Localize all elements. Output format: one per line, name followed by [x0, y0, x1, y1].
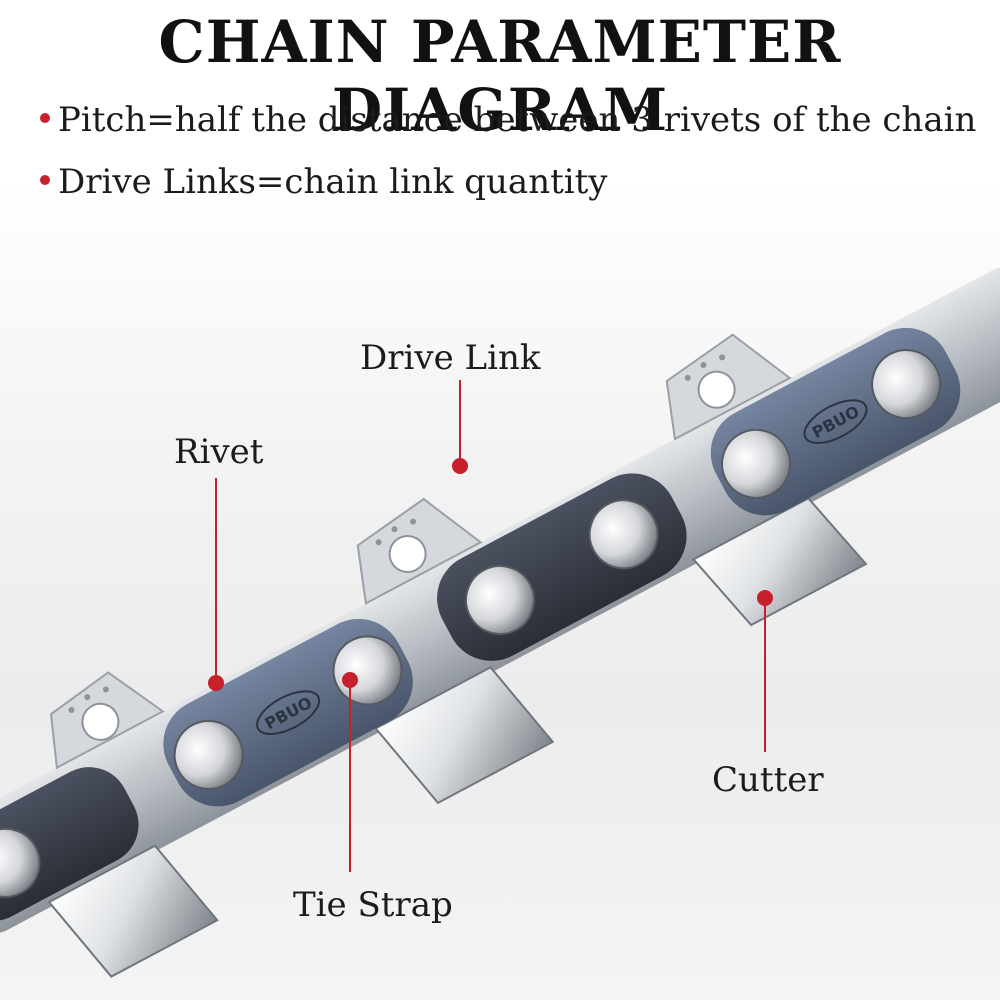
side-plate — [437, 473, 687, 661]
tie-strap-marker — [342, 672, 358, 688]
rivet — [173, 719, 244, 790]
rivet — [588, 499, 659, 570]
rivet — [0, 827, 41, 898]
drive-link-hole — [697, 370, 736, 409]
label-rivet: Rivet — [174, 432, 264, 472]
bullet-pitch: Pitch=half the distance between 3 rivets… — [40, 100, 976, 140]
rivet — [465, 565, 535, 635]
bullet-pitch-text: Pitch=half the distance between 3 rivets… — [58, 100, 977, 140]
page-title: CHAIN PARAMETER DIAGRAM — [158, 8, 842, 144]
bullet-dot-icon — [40, 113, 50, 123]
bullet-drive-links-text: Drive Links=chain link quantity — [58, 162, 608, 202]
cutter-marker — [757, 590, 773, 606]
label-drive-link: Drive Link — [360, 338, 541, 378]
rivet — [871, 349, 942, 420]
rivet-marker — [208, 675, 224, 691]
label-cutter: Cutter — [712, 760, 824, 800]
cutter-tooth — [691, 497, 868, 627]
drive-link-hole — [81, 702, 120, 741]
cutter-tooth — [374, 666, 555, 805]
cutter-tooth — [47, 844, 219, 978]
bullet-drive-links: Drive Links=chain link quantity — [40, 162, 608, 202]
rivet — [721, 428, 792, 499]
label-tie-strap: Tie Strap — [293, 885, 453, 925]
drive-link-marker — [452, 458, 468, 474]
drive-link-hole — [388, 535, 427, 574]
bullet-dot-icon — [40, 175, 50, 185]
side-plate — [0, 767, 139, 922]
